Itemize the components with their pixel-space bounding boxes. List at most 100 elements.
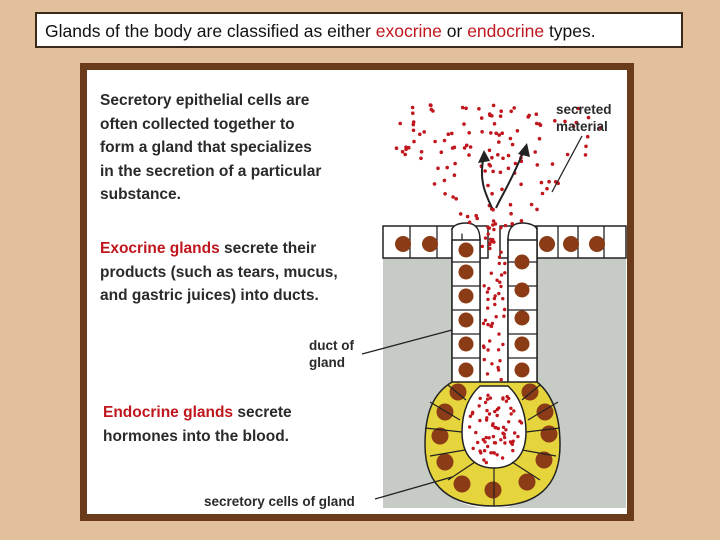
secretion-dot [497, 291, 501, 296]
secretion-dot [481, 321, 486, 326]
secretion-dot [439, 150, 444, 154]
secretion-dot [491, 103, 496, 108]
label-duct-of-gland: duct of gland [309, 337, 354, 371]
secretion-dot [491, 219, 496, 223]
secretion-dot [489, 271, 493, 275]
secretion-dot [418, 132, 422, 137]
secretion-dot [598, 125, 603, 130]
secretion-dot [498, 280, 502, 284]
secretion-dot [535, 207, 539, 212]
intro-line: in the secretion of a particular [100, 162, 322, 180]
cell-nucleus [535, 451, 553, 469]
secretion-dot [583, 153, 588, 157]
cell-nucleus [436, 453, 454, 471]
secretion-dot [495, 413, 499, 418]
secretion-dot [419, 150, 424, 154]
intro-text: Secretory epithelial cells are often col… [100, 89, 321, 207]
secretion-dot [462, 146, 467, 150]
secretion-dot [516, 434, 520, 439]
secretion-dot [497, 133, 502, 137]
cell-nucleus [458, 312, 474, 328]
secretion-dot [502, 307, 507, 312]
secretion-dot [501, 156, 505, 161]
leader-duct-of-gland [361, 329, 453, 355]
secretion-dot [510, 222, 514, 226]
secretion-dot [480, 244, 484, 249]
arrowhead-left [478, 150, 490, 163]
secretion-dot [478, 396, 482, 401]
secretion-dot [500, 187, 504, 192]
secretion-dot [545, 186, 549, 191]
cell-nucleus [436, 403, 454, 421]
secretion-dot [486, 393, 490, 397]
cell-divider [527, 401, 559, 421]
cell-nucleus [431, 427, 449, 445]
cell-nucleus [514, 362, 530, 378]
secretion-dot [488, 339, 492, 343]
secretion-dot [534, 121, 539, 126]
secretion-dot [503, 223, 508, 228]
intro-line: often collected together to [100, 115, 295, 133]
secretion-dot [492, 122, 497, 126]
secretion-dot [407, 145, 411, 150]
secretion-dot [489, 451, 493, 455]
label-secreted-line1: secreted [556, 102, 612, 117]
secretion-dot [526, 115, 530, 119]
secretion-dot [487, 436, 491, 440]
arrowhead-right [518, 143, 530, 157]
cell-nucleus [453, 475, 471, 493]
secretion-dot [492, 227, 496, 232]
secretion-dot [443, 192, 447, 196]
endocrine-text: Endocrine glands secrete hormones into t… [103, 401, 292, 448]
secretion-dot [486, 348, 490, 352]
secretion-dot [445, 165, 450, 170]
secretion-dot [504, 399, 509, 403]
secretion-dot [494, 131, 499, 136]
secretion-dot [508, 202, 513, 207]
secretion-dot [411, 120, 416, 124]
secretion-dot [486, 225, 490, 229]
secretion-dot [492, 441, 497, 445]
cell-divider [424, 427, 463, 433]
secretion-dot [468, 414, 473, 418]
cell-nucleus [514, 282, 530, 298]
secretion-dot [488, 246, 492, 251]
secretion-dot [513, 431, 517, 435]
secretion-dot [490, 191, 494, 196]
secretion-dot [495, 407, 499, 412]
cell-nucleus [514, 254, 530, 270]
secretion-dot [497, 332, 501, 336]
secretion-dot [489, 324, 494, 329]
secretion-dot [485, 290, 490, 294]
endocrine-term: Endocrine glands [103, 404, 234, 421]
secretion-dot [410, 105, 415, 110]
secretion-dot [493, 302, 497, 307]
secretion-dot [462, 122, 466, 126]
secretion-dot [502, 314, 506, 318]
secretion-dot [477, 404, 481, 408]
secretion-dot [403, 152, 408, 157]
secretion-dot [492, 296, 497, 301]
cell-nucleus [514, 336, 530, 352]
cell-nucleus [518, 473, 536, 491]
secretion-dot [442, 138, 447, 143]
secretion-dot [482, 345, 486, 350]
endocrine-line2: hormones into the blood. [103, 427, 289, 445]
secretion-dot [480, 130, 484, 134]
secretion-dot [510, 142, 515, 147]
secretion-dot [509, 412, 513, 416]
secretion-dot [471, 446, 475, 451]
secretion-dot [540, 191, 545, 196]
secretion-dot [519, 421, 524, 425]
secretion-dot [489, 131, 493, 135]
leader-secretory-cells [374, 476, 453, 500]
exocrine-term: Exocrine glands [100, 240, 220, 257]
secretion-dot [488, 396, 493, 400]
label-secretory-cells: secretory cells of gland [204, 494, 355, 509]
label-duct-line2: gland [309, 355, 345, 370]
secretion-dot [478, 449, 482, 453]
secretion-dot [498, 114, 503, 118]
secretion-dot [539, 180, 544, 185]
secretion-dot [482, 357, 486, 362]
